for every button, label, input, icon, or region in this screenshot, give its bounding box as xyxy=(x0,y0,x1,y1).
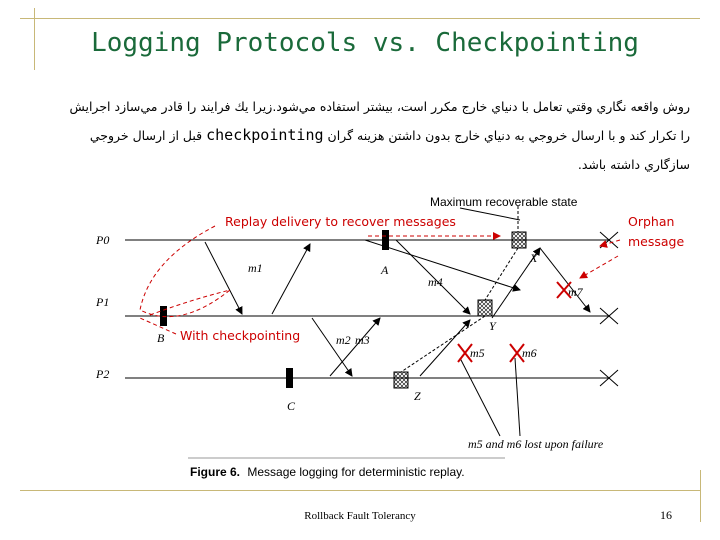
message-m6 xyxy=(491,247,541,319)
footer-text: Rollback Fault Tolerancy xyxy=(304,510,416,522)
message-m4 xyxy=(395,239,471,315)
message-m1-a xyxy=(204,241,243,315)
lost-cross-m5 xyxy=(457,343,473,363)
label-c: C xyxy=(287,399,296,413)
frame-top-rule xyxy=(20,18,700,19)
replay-annotation: Replay delivery to recover messages xyxy=(225,214,456,229)
label-m6: m6 xyxy=(522,346,537,360)
label-y: Y xyxy=(489,319,497,333)
figure-caption: Figure 6. Message logging for determinis… xyxy=(190,465,465,479)
page-number: 16 xyxy=(660,508,672,522)
body-line-3: سازگاري داشته باشد. xyxy=(577,157,690,172)
message-m5 xyxy=(419,319,471,377)
message-m4-long xyxy=(364,239,521,292)
frame-bottom-rule xyxy=(20,490,700,491)
label-m4: m4 xyxy=(428,275,443,289)
label-b: B xyxy=(157,331,165,345)
label-m5: m5 xyxy=(470,346,485,360)
message-m2 xyxy=(311,317,353,377)
frame-left-rule xyxy=(34,8,35,70)
label-m7: m7 xyxy=(568,285,584,299)
lost-messages-label: m5 and m6 lost upon failure xyxy=(468,437,604,451)
label-p2: P2 xyxy=(95,367,109,381)
crash-cross-p1 xyxy=(599,307,619,325)
message-m3 xyxy=(329,317,381,377)
body-line-2b: قبل از ارسال خروجي xyxy=(89,128,203,143)
lost-cross-m7 xyxy=(556,281,572,299)
label-p0: P0 xyxy=(95,233,109,247)
checkpointing-term: checkpointing xyxy=(206,126,324,144)
body-line-2a: را تكرار كند و با ارسال خروجي به دنياي خ… xyxy=(327,128,690,143)
state-box-z xyxy=(393,371,409,389)
replay-curve xyxy=(139,225,231,318)
message-m1-b xyxy=(271,243,311,315)
spacer xyxy=(120,230,180,240)
crash-cross-p2 xyxy=(599,369,619,387)
recovery-line xyxy=(400,206,519,373)
lost-leader-1 xyxy=(459,357,501,437)
label-m2: m2 xyxy=(336,333,351,347)
slide-title: Logging Protocols vs. Checkpointing xyxy=(91,28,639,58)
orphan-arrow xyxy=(579,255,619,279)
body-line-1: روش واقعه نگاري وقتي تعامل با دنياي خارج… xyxy=(69,99,690,114)
label-z: Z xyxy=(414,389,421,403)
caption-bold: Figure 6. xyxy=(190,465,240,479)
checkpoint-a xyxy=(382,230,389,250)
caption-rest: Message logging for deterministic replay… xyxy=(247,465,464,479)
state-box-x xyxy=(511,231,527,249)
checkpoint-c xyxy=(286,368,293,388)
state-box-y xyxy=(477,299,493,317)
orphan-arrow-top xyxy=(599,239,621,248)
with-checkpointing-annotation: With checkpointing xyxy=(180,328,300,343)
orphan-annotation-1: Orphan xyxy=(628,214,674,229)
checkpoint-b xyxy=(160,306,167,326)
label-m1: m1 xyxy=(248,261,263,275)
label-m3: m3 xyxy=(355,333,370,347)
lost-cross-m6 xyxy=(509,343,525,363)
label-a: A xyxy=(380,263,389,277)
message-m7 xyxy=(539,247,591,313)
body-line-2: را تكرار كند و با ارسال خروجي به دنياي خ… xyxy=(40,121,690,150)
orphan-annotation-2: message xyxy=(628,234,684,249)
frame-right-rule xyxy=(700,470,701,522)
lost-leader-2 xyxy=(514,357,521,437)
max-recoverable-label: Maximum recoverable state xyxy=(430,195,578,209)
body-paragraph: روش واقعه نگاري وقتي تعامل با دنياي خارج… xyxy=(40,92,690,179)
top-label-leader xyxy=(459,207,521,221)
label-p1: P1 xyxy=(95,295,109,309)
